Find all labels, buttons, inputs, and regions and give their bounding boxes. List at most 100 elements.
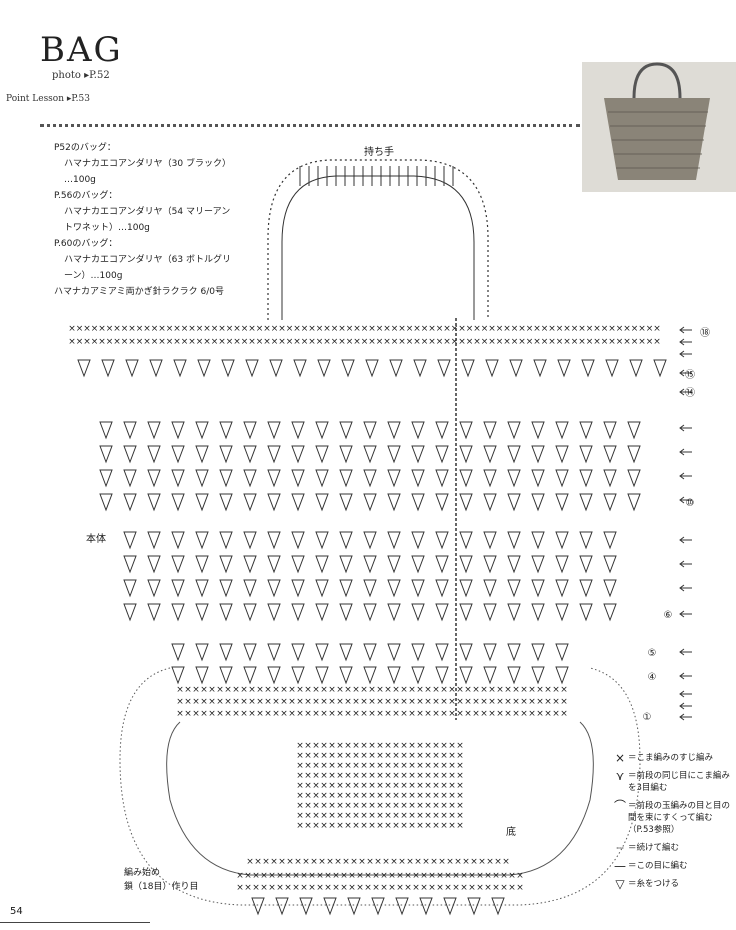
sc-stitch: ×	[458, 337, 466, 347]
sc-stitch: ×	[552, 697, 560, 707]
sc-stitch: ×	[472, 685, 480, 695]
sc-stitch: ×	[353, 337, 361, 347]
puff-stitch	[603, 531, 617, 550]
puff-stitch	[171, 445, 185, 464]
sc-stitch: ×	[224, 685, 232, 695]
sc-stitch: ×	[440, 821, 448, 831]
puff-stitch	[419, 897, 433, 916]
sc-stitch: ×	[352, 821, 360, 831]
puff-stitch	[387, 531, 401, 550]
sc-stitch: ×	[436, 883, 444, 893]
sc-stitch: ×	[421, 324, 429, 334]
materials-line: ハマナカアミアミ両かぎ針ラクラク 6/0号	[54, 287, 224, 297]
puff-stitch	[339, 445, 353, 464]
sc-stitch: ×	[226, 324, 234, 334]
sc-stitch: ×	[384, 771, 392, 781]
sc-stitch: ×	[296, 781, 304, 791]
sc-stitch: ×	[360, 697, 368, 707]
sc-stitch: ×	[364, 871, 372, 881]
puff-stitch	[123, 421, 137, 440]
sc-stitch: ×	[508, 883, 516, 893]
sc-stitch: ×	[263, 324, 271, 334]
sc-stitch: ×	[383, 337, 391, 347]
sc-stitch: ×	[244, 871, 252, 881]
sc-stitch: ×	[464, 697, 472, 707]
sc-stitch: ×	[398, 857, 406, 867]
sc-stitch: ×	[414, 857, 422, 867]
puff-stitch	[533, 359, 547, 378]
puff-stitch	[387, 555, 401, 574]
sc-stitch: ×	[352, 761, 360, 771]
puff-stitch	[459, 555, 473, 574]
row-arrow-icon	[679, 648, 692, 656]
sc-stitch: ×	[331, 324, 339, 334]
sc-stitch: ×	[218, 324, 226, 334]
puff-stitch	[531, 531, 545, 550]
sc-stitch: ×	[320, 709, 328, 719]
sc-stitch: ×	[448, 709, 456, 719]
sc-stitch: ×	[334, 857, 342, 867]
puff-stitch	[555, 603, 569, 622]
sc-stitch: ×	[432, 771, 440, 781]
sc-stitch: ×	[136, 337, 144, 347]
sc-stitch: ×	[352, 771, 360, 781]
puff-stitch	[195, 469, 209, 488]
sc-stitch: ×	[536, 685, 544, 695]
bag-photo	[582, 62, 736, 192]
puff-stitch	[243, 603, 257, 622]
sc-stitch: ×	[503, 337, 511, 347]
sc-stitch: ×	[400, 801, 408, 811]
puff-stitch	[507, 469, 521, 488]
sc-stitch: ×	[320, 781, 328, 791]
sc-stitch: ×	[158, 324, 166, 334]
sc-stitch: ×	[608, 324, 616, 334]
sc-stitch: ×	[432, 697, 440, 707]
sc-stitch: ×	[301, 337, 309, 347]
puff-stitch	[195, 531, 209, 550]
page-number: 54	[10, 906, 23, 917]
sc-stitch: ×	[344, 709, 352, 719]
sc-stitch: ×	[271, 337, 279, 347]
sc-stitch: ×	[440, 771, 448, 781]
puff-stitch	[555, 445, 569, 464]
row-number-marker: ⑮	[685, 369, 695, 381]
sc-stitch: ×	[83, 337, 91, 347]
puff-stitch	[387, 493, 401, 512]
puff-stitch	[251, 897, 265, 916]
sc-stitch: ×	[563, 337, 571, 347]
puff-stitch	[195, 421, 209, 440]
sc-stitch: ×	[406, 857, 414, 867]
legend-item: ⌒＝前段の玉編みの目と目の間を束にすくって編む（P.53参照）	[612, 800, 732, 836]
sc-stitch: ×	[460, 871, 468, 881]
puff-stitch	[171, 531, 185, 550]
sc-stitch: ×	[466, 337, 474, 347]
sc-stitch: ×	[623, 324, 631, 334]
sc-stitch: ×	[344, 791, 352, 801]
legend-text: ＝前段の玉編みの目と目の間を束にすくって編む（P.53参照）	[628, 801, 731, 835]
sc-stitch: ×	[184, 697, 192, 707]
sc-stitch: ×	[504, 685, 512, 695]
sc-stitch: ×	[456, 801, 464, 811]
sc-stitch: ×	[304, 697, 312, 707]
puff-stitch	[555, 666, 569, 685]
puff-stitch	[315, 531, 329, 550]
sc-stitch: ×	[488, 685, 496, 695]
sc-stitch: ×	[440, 709, 448, 719]
sc-stitch: ×	[278, 324, 286, 334]
puff-stitch	[411, 493, 425, 512]
puff-stitch	[363, 555, 377, 574]
puff-stitch	[219, 603, 233, 622]
sc-stitch: ×	[272, 709, 280, 719]
sc-stitch: ×	[520, 709, 528, 719]
sc-stitch: ×	[421, 337, 429, 347]
puff-stitch	[291, 445, 305, 464]
sc-stitch: ×	[352, 697, 360, 707]
sc-stitch: ×	[361, 337, 369, 347]
sc-stitch: ×	[438, 857, 446, 867]
sc-stitch: ×	[68, 337, 76, 347]
sc-stitch: ×	[200, 685, 208, 695]
sc-stitch: ×	[264, 685, 272, 695]
sc-stitch: ×	[216, 697, 224, 707]
sc-stitch: ×	[248, 709, 256, 719]
sc-stitch: ×	[318, 857, 326, 867]
